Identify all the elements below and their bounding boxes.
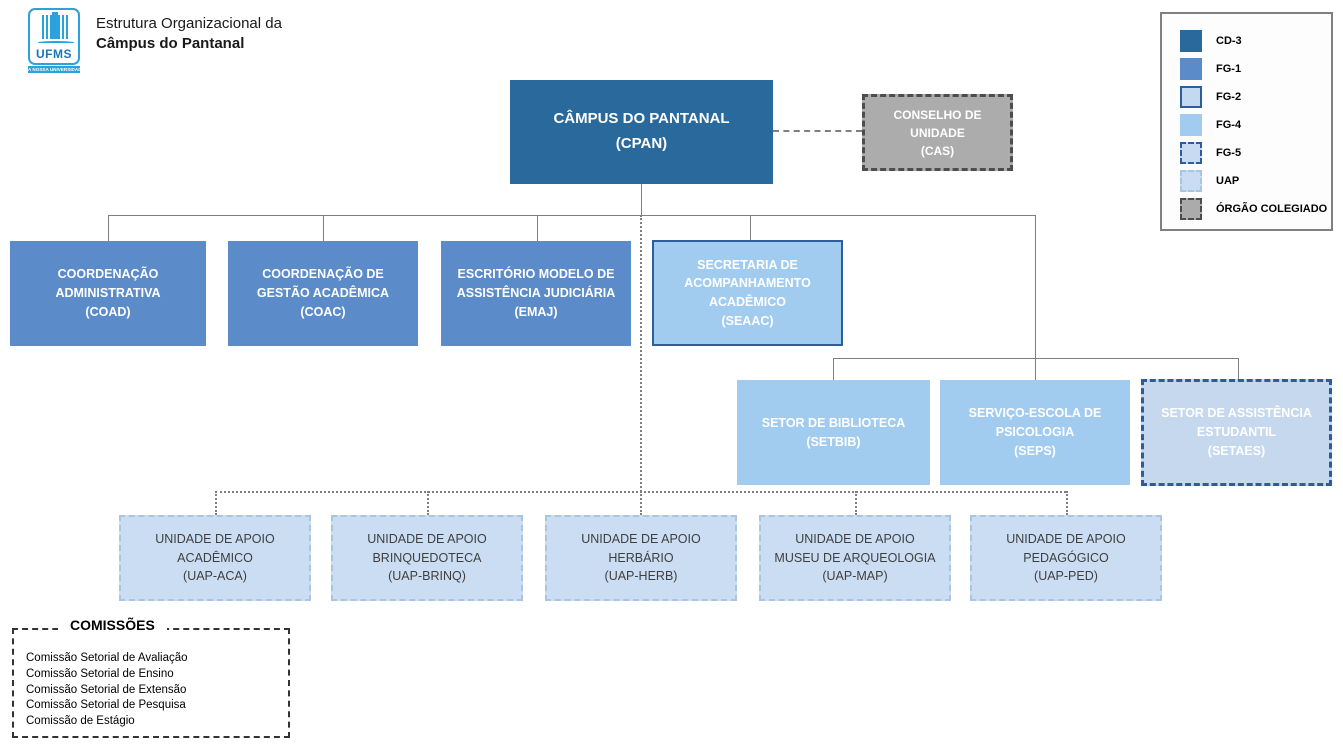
legend-label: FG-2 [1216, 91, 1242, 103]
legend-item-fg4: FG-4 [1180, 114, 1331, 136]
org-node-uap-brinq: UNIDADE DE APOIO BRINQUEDOTECA (UAP-BRIN… [331, 515, 523, 601]
commission-item: Comissão de Estágio [26, 715, 135, 728]
org-node-seps: SERVIÇO-ESCOLA DE PSICOLOGIA (SEPS) [940, 380, 1130, 485]
ufms-logo-frame: UFMS [28, 8, 80, 65]
legend-label: FG-5 [1216, 147, 1242, 159]
connector-drop-setbib [833, 358, 834, 380]
commission-item: Comissão Setorial de Pesquisa [26, 699, 186, 712]
connector-cpan-uap-dotted [640, 215, 642, 515]
legend-swatch-fg1 [1180, 58, 1202, 80]
page-title: Estrutura Organizacional da Câmpus do Pa… [96, 14, 282, 55]
legend-item-fg2: FG-2 [1180, 86, 1331, 108]
ufms-tagline: A NOSSA UNIVERSIDADE [28, 66, 80, 73]
commission-item: Comissão Setorial de Extensão [26, 683, 187, 696]
commission-item: Comissão Setorial de Ensino [26, 667, 174, 680]
legend-item-orgao-colegiado: ÓRGÃO COLEGIADO [1180, 198, 1331, 220]
ufms-base-line [38, 41, 74, 44]
page-title-line2: Câmpus do Pantanal [96, 35, 245, 53]
org-node-cas: CONSELHO DE UNIDADE (CAS) [862, 94, 1013, 171]
org-node-coad: COORDENAÇÃO ADMINISTRATIVA (COAD) [10, 241, 206, 346]
connector-drop-emaj [537, 215, 538, 241]
ufms-columns-icon [52, 12, 58, 39]
org-node-emaj: ESCRITÓRIO MODELO DE ASSISTÊNCIA JUDICIÁ… [441, 241, 631, 346]
connector-row2-horizontal [108, 215, 1036, 216]
legend-item-uap: UAP [1180, 170, 1331, 192]
commissions-box: Comissão Setorial de Avaliação Comissão … [12, 628, 290, 738]
legend-label: FG-4 [1216, 119, 1242, 131]
connector-branch-row3 [1035, 215, 1036, 380]
connector-uap-horizontal-dotted [215, 491, 1066, 493]
org-node-uap-map: UNIDADE DE APOIO MUSEU DE ARQUEOLOGIA (U… [759, 515, 951, 601]
connector-drop-uap-aca [215, 491, 217, 515]
page-title-line1: Estrutura Organizacional da [96, 15, 282, 32]
legend-swatch-fg5 [1180, 142, 1202, 164]
legend-label: UAP [1216, 175, 1240, 187]
legend-label: ÓRGÃO COLEGIADO [1216, 203, 1328, 215]
commissions-title: COMISSÕES [58, 617, 167, 633]
connector-drop-coac [323, 215, 324, 241]
connector-drop-uap-map [855, 491, 857, 515]
legend-swatch-orgao-colegiado [1180, 198, 1202, 220]
legend-item-cd3: CD-3 [1180, 30, 1331, 52]
org-node-coac: COORDENAÇÃO DE GESTÃO ACADÊMICA (COAC) [228, 241, 418, 346]
org-node-seaac: SECRETARIA DE ACOMPANHAMENTO ACADÊMICO (… [652, 240, 843, 346]
commission-item: Comissão Setorial de Avaliação [26, 652, 188, 664]
org-node-setaes: SETOR DE ASSISTÊNCIA ESTUDANTIL (SETAES) [1141, 379, 1332, 486]
legend-item-fg5: FG-5 [1180, 142, 1331, 164]
connector-drop-seaac [750, 215, 751, 241]
legend-swatch-fg2 [1180, 86, 1202, 108]
commissions-list: Comissão Setorial de Avaliação Comissão … [14, 630, 288, 729]
connector-drop-coad [108, 215, 109, 241]
org-node-uap-herb: UNIDADE DE APOIO HERBÁRIO (UAP-HERB) [545, 515, 737, 601]
connector-drop-uap-brinq [427, 491, 429, 515]
legend: CD-3 FG-1 FG-2 FG-4 FG-5 UAP ÓRGÃO COLEG… [1160, 12, 1333, 231]
connector-row3-horizontal [833, 358, 1238, 359]
legend-swatch-uap [1180, 170, 1202, 192]
legend-label: FG-1 [1216, 63, 1242, 75]
legend-label: CD-3 [1216, 35, 1242, 47]
legend-item-fg1: FG-1 [1180, 58, 1331, 80]
ufms-logo: UFMS A NOSSA UNIVERSIDADE [28, 8, 80, 78]
connector-drop-uap-ped [1066, 491, 1068, 515]
connector-drop-setaes [1238, 358, 1239, 380]
org-node-uap-ped: UNIDADE DE APOIO PEDAGÓGICO (UAP-PED) [970, 515, 1162, 601]
legend-swatch-cd3 [1180, 30, 1202, 52]
connector-cpan-cas-dashed [773, 130, 862, 132]
ufms-acronym: UFMS [36, 47, 72, 61]
org-node-cpan: CÂMPUS DO PANTANAL (CPAN) [510, 80, 773, 184]
legend-swatch-fg4 [1180, 114, 1202, 136]
connector-cpan-down [641, 184, 642, 215]
org-node-setbib: SETOR DE BIBLIOTECA (SETBIB) [737, 380, 930, 485]
org-node-uap-aca: UNIDADE DE APOIO ACADÊMICO (UAP-ACA) [119, 515, 311, 601]
